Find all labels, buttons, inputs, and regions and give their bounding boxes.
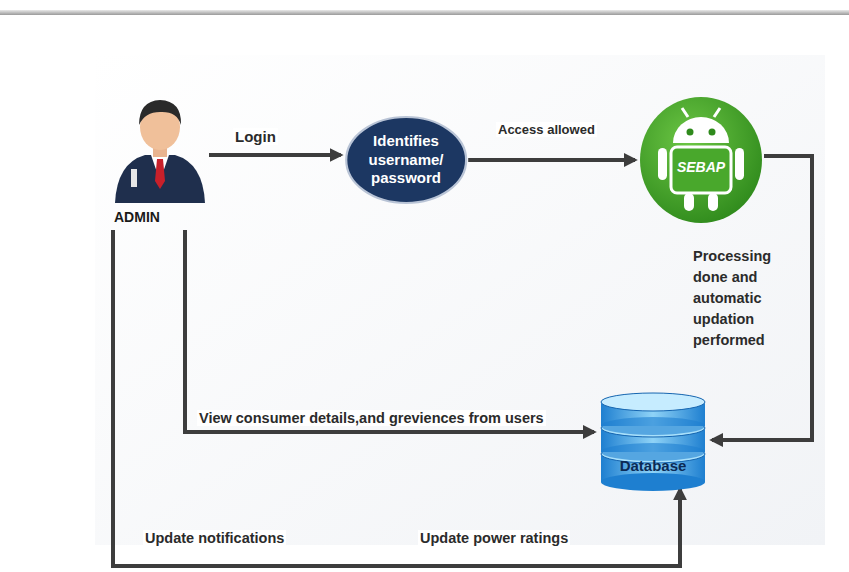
edge-label: Processing done and automatic updation p… xyxy=(691,246,789,351)
admin-icon xyxy=(105,85,215,230)
connector-arrow xyxy=(113,230,680,566)
top-rule xyxy=(0,10,849,15)
process-ellipse: Identifies username/ password xyxy=(344,115,468,205)
node-text: ADMIN xyxy=(114,209,160,227)
database-cylinder: Database xyxy=(597,388,709,492)
connector-arrow xyxy=(468,158,635,162)
node-text: SEBAP xyxy=(677,159,725,177)
database-icon xyxy=(597,388,709,492)
slide-ground xyxy=(95,55,825,545)
connector-arrow xyxy=(209,153,341,157)
edge-label: View consumer details,and greviences fro… xyxy=(197,410,546,426)
connector-arrow xyxy=(185,230,594,432)
android-app-circle: SEBAP xyxy=(638,95,764,225)
edge-label: Access allowed xyxy=(496,122,597,137)
line-note: Update notifications xyxy=(143,530,286,546)
edge-label: Update power ratings xyxy=(418,530,570,546)
edge-label: Login xyxy=(233,128,278,145)
node-text: Identifies username/ password xyxy=(356,132,456,188)
admin-figure: ADMIN xyxy=(105,85,215,230)
node-text: Database xyxy=(620,457,687,476)
